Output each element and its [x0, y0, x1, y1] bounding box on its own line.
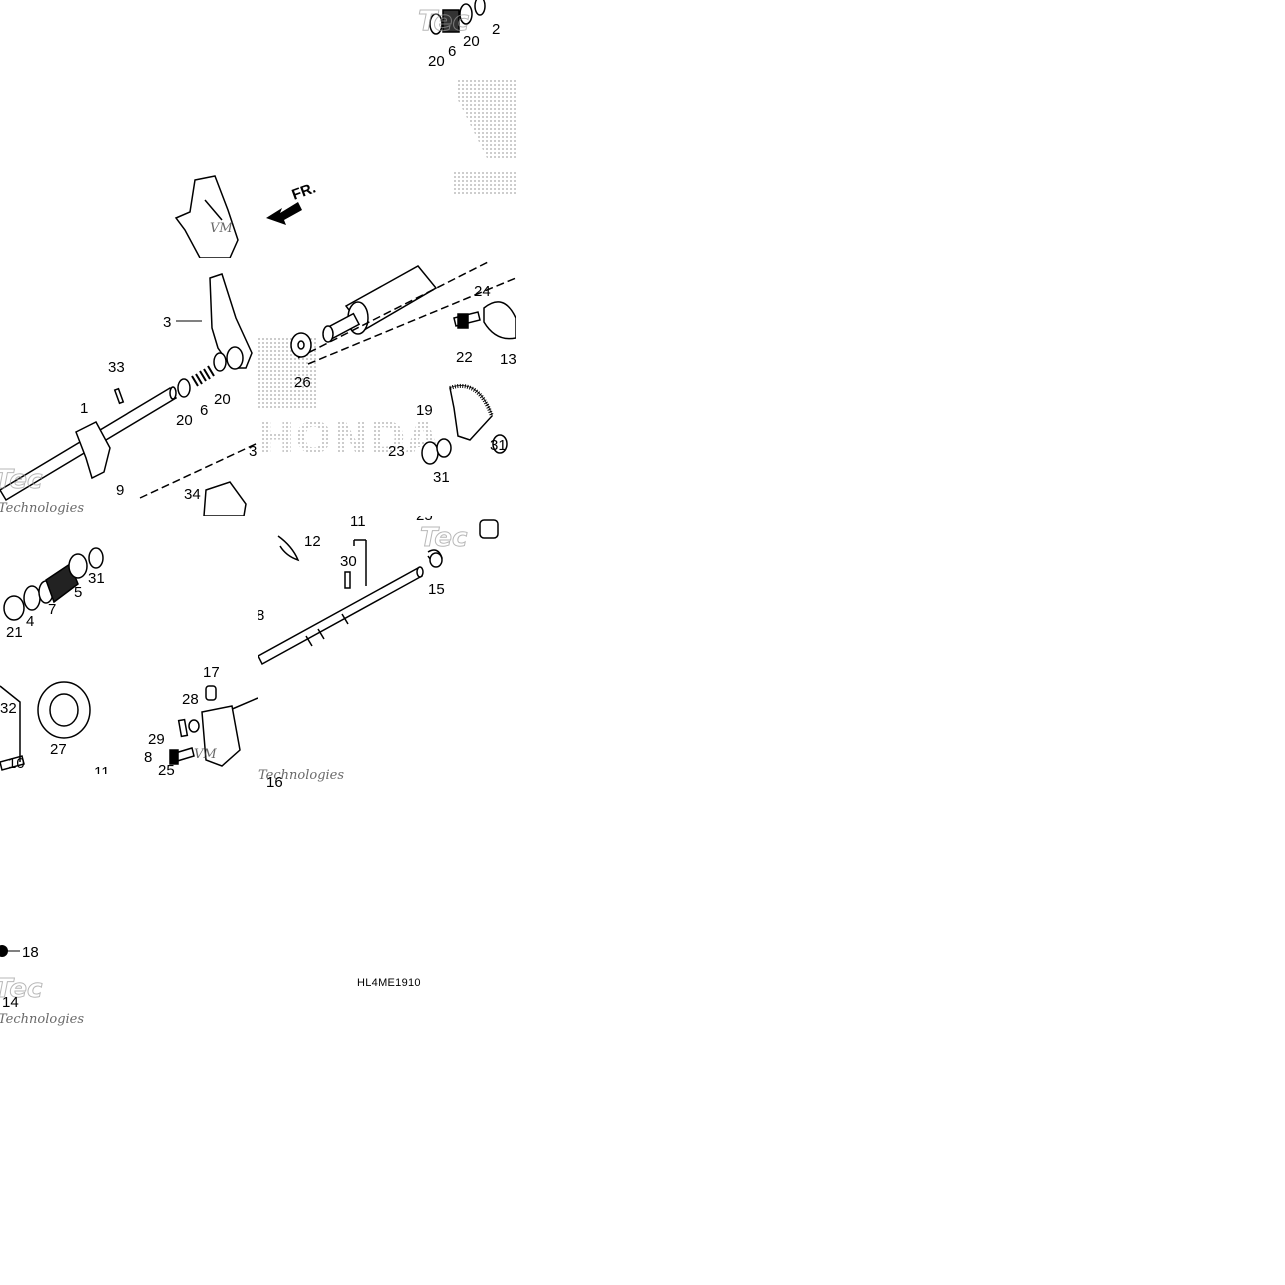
callout-11: 11 — [94, 764, 110, 774]
diagram-tile-fork-shaft: Tec Technologies 3 33 1 20 6 20 9 34 3 — [0, 258, 258, 516]
callout-20: 20 — [428, 53, 445, 70]
callout-33: 33 — [108, 359, 125, 376]
diagram-tile-fork-top: VM FR. — [0, 0, 258, 258]
callout-4: 4 — [26, 613, 34, 630]
callout-25: 25 — [416, 516, 433, 524]
front-direction-label: FR. — [290, 180, 319, 204]
spring-washer-stack — [0, 547, 104, 771]
callout-14: 14 — [2, 994, 19, 1011]
watermark-text: Technologies — [0, 1012, 84, 1027]
callout-13: 13 — [500, 351, 516, 368]
callout-18: 18 — [22, 944, 39, 961]
callout-15: 15 — [428, 581, 445, 598]
watermark-text: Technologies — [0, 501, 84, 516]
diagram-tile-shift-shaft: Tec 12 11 30 25 15 8 — [258, 516, 516, 774]
callout-19: 19 — [416, 402, 433, 419]
front-arrow-icon: FR. — [266, 180, 319, 225]
diagram-tile-top: Tec 20 6 20 2 — [258, 0, 516, 258]
stopper-arm — [169, 685, 258, 767]
diagram-fragment-16: Technologies 16 — [258, 768, 344, 791]
shift-fork-upper — [174, 175, 239, 258]
diagram-tile-stopper: VM 17 28 29 8 25 — [130, 650, 258, 780]
watermark-text: Tec — [0, 974, 43, 1004]
callout-3: 3 — [249, 443, 257, 460]
callout-9: 9 — [116, 482, 124, 499]
diagram-tile-bottom: 18 Tec 14 Technologies — [0, 944, 84, 1027]
callout-6: 6 — [200, 402, 208, 419]
callout-17: 17 — [203, 664, 220, 681]
diagram-tile-drum: HONDA — [258, 258, 516, 516]
callout-31: 31 — [88, 570, 105, 587]
callout-11: 11 — [350, 516, 366, 530]
callout-3: 3 — [163, 314, 171, 331]
watermark-text: VM — [194, 747, 217, 762]
watermark-text: Tec — [420, 523, 468, 553]
callout-7: 7 — [48, 601, 56, 618]
callout-20: 20 — [463, 33, 480, 50]
callout-21: 21 — [6, 624, 23, 641]
callout-24: 24 — [474, 283, 491, 300]
callout-31: 31 — [433, 469, 450, 486]
honda-logo-watermark: HONDA — [258, 338, 440, 464]
callout-5: 5 — [74, 584, 82, 601]
callout-20: 20 — [176, 412, 193, 429]
brand-text: HONDA — [258, 413, 440, 464]
watermark-text: Tec — [0, 465, 43, 495]
gearshift-spindle — [258, 519, 499, 666]
callout-20: 20 — [214, 391, 231, 408]
callout-32: 32 — [0, 700, 17, 717]
collar-parts — [429, 0, 486, 35]
shift-drum — [290, 261, 516, 465]
honda-logo-fragment — [453, 80, 516, 196]
callout-28: 28 — [182, 691, 199, 708]
callout-30: 30 — [340, 553, 357, 570]
callout-12: 12 — [304, 533, 321, 550]
callout-22: 22 — [456, 349, 473, 366]
callout-26: 26 — [294, 374, 311, 391]
callout-8: 8 — [144, 749, 152, 766]
callout-1: 1 — [80, 400, 88, 417]
callout-29: 29 — [148, 731, 165, 748]
callout-10: 10 — [8, 755, 25, 772]
watermark-text: Technologies — [258, 768, 344, 783]
watermark-text: Tec — [418, 4, 469, 37]
callout-8: 8 — [258, 607, 264, 624]
callout-34: 34 — [184, 486, 201, 503]
callout-16: 16 — [266, 774, 283, 791]
callout-6: 6 — [448, 43, 456, 60]
callout-27: 27 — [50, 741, 67, 758]
callout-23: 23 — [388, 443, 405, 460]
diagram-code: HL4ME1910 — [357, 977, 421, 989]
shift-fork-shaft — [0, 273, 258, 516]
callout-31: 31 — [490, 437, 507, 454]
watermark-text: VM — [210, 221, 233, 236]
callout-25: 25 — [158, 762, 175, 779]
callout-2: 2 — [492, 21, 500, 38]
